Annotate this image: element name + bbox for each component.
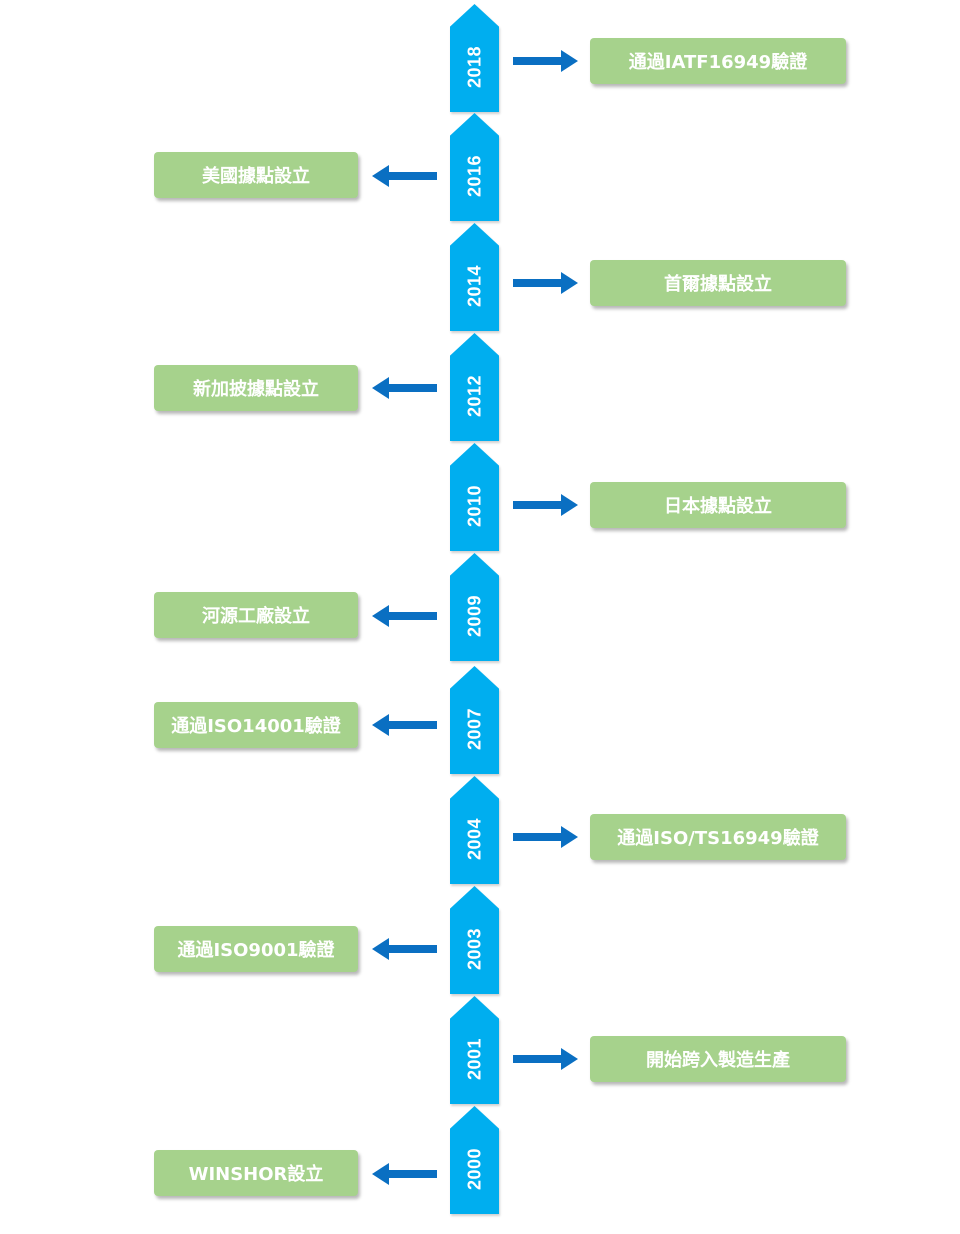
year-tag-2003: 2003 (450, 886, 499, 994)
year-label: 2003 (464, 927, 484, 970)
year-tag-2012: 2012 (450, 333, 499, 441)
year-tag-2010: 2010 (450, 443, 499, 551)
year-label: 2012 (464, 374, 484, 417)
event-box-2003: 通過ISO9001驗證 (154, 926, 358, 972)
arrow-left-icon (371, 376, 439, 400)
event-box-2010: 日本據點設立 (590, 482, 846, 528)
year-label: 2009 (464, 594, 484, 637)
year-tag-shape (450, 333, 499, 441)
event-box-2012: 新加披據點設立 (154, 365, 358, 411)
arrow-left-icon (371, 937, 439, 961)
year-tag-shape (450, 776, 499, 884)
event-box-2007: 通過ISO14001驗證 (154, 702, 358, 748)
year-label: 2014 (464, 264, 484, 307)
arrow-left-icon (371, 164, 439, 188)
arrow-right-icon (511, 825, 579, 849)
event-box-2016: 美國據點設立 (154, 152, 358, 198)
event-box-2000: WINSHOR設立 (154, 1150, 358, 1196)
year-tag-shape (450, 666, 499, 774)
year-label: 2016 (464, 154, 484, 197)
year-tag-shape (450, 553, 499, 661)
year-tag-shape (450, 223, 499, 331)
arrow-left-icon (371, 1162, 439, 1186)
arrow-right-icon (511, 271, 579, 295)
arrow-right-icon (511, 1047, 579, 1071)
year-tag-2007: 2007 (450, 666, 499, 774)
year-tag-shape (450, 443, 499, 551)
arrow-left-icon (371, 604, 439, 628)
year-tag-2014: 2014 (450, 223, 499, 331)
year-tag-2004: 2004 (450, 776, 499, 884)
year-label: 2000 (464, 1147, 484, 1190)
year-tag-2001: 2001 (450, 996, 499, 1104)
year-tag-shape (450, 1106, 499, 1214)
event-box-2004: 通過ISO/TS16949驗證 (590, 814, 846, 860)
year-label: 2010 (464, 484, 484, 527)
event-box-2018: 通過IATF16949驗證 (590, 38, 846, 84)
year-tag-shape (450, 113, 499, 221)
year-label: 2018 (464, 45, 484, 88)
event-box-2014: 首爾據點設立 (590, 260, 846, 306)
year-label: 2007 (464, 707, 484, 750)
year-tag-2000: 2000 (450, 1106, 499, 1214)
year-label: 2001 (464, 1037, 484, 1080)
year-tag-2009: 2009 (450, 553, 499, 661)
year-tag-2016: 2016 (450, 113, 499, 221)
year-tag-shape (450, 4, 499, 112)
year-tag-2018: 2018 (450, 4, 499, 112)
year-tag-shape (450, 886, 499, 994)
event-box-2001: 開始跨入製造生產 (590, 1036, 846, 1082)
arrow-right-icon (511, 49, 579, 73)
event-box-2009: 河源工廠設立 (154, 592, 358, 638)
arrow-right-icon (511, 493, 579, 517)
year-tag-shape (450, 996, 499, 1104)
year-label: 2004 (464, 817, 484, 860)
arrow-left-icon (371, 713, 439, 737)
